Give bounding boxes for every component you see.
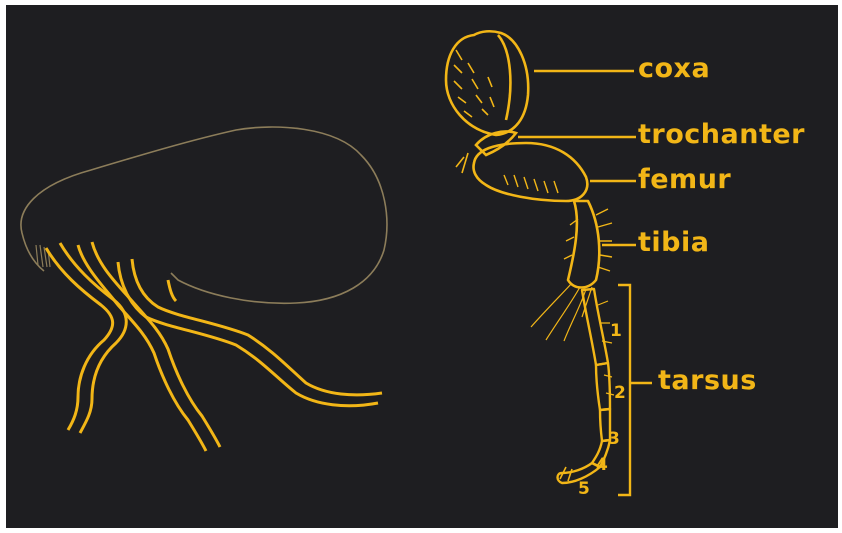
leg-tarsus [558,289,615,483]
tarsal-segment-1: 1 [610,323,622,340]
label-tibia: tibia [638,229,709,256]
label-coxa: coxa [638,55,710,82]
leg-femur [456,143,587,201]
flea-body-outline [21,127,387,303]
leg-coxa [446,31,528,135]
label-leader-lines [518,71,652,495]
tarsal-segment-4: 4 [596,457,608,474]
label-trochanter: trochanter [638,121,805,148]
flea-leg-middle [78,242,220,451]
flea-leg-illustration [6,5,838,528]
label-tarsus: tarsus [658,367,757,394]
flea-leg-front [46,243,126,433]
label-femur: femur [638,166,731,193]
tarsal-segment-3: 3 [608,431,620,448]
diagram-panel: coxa trochanter femur tibia tarsus 1 2 3… [6,5,838,528]
tarsal-segment-5: 5 [578,481,590,498]
tarsal-segment-2: 2 [614,385,626,402]
